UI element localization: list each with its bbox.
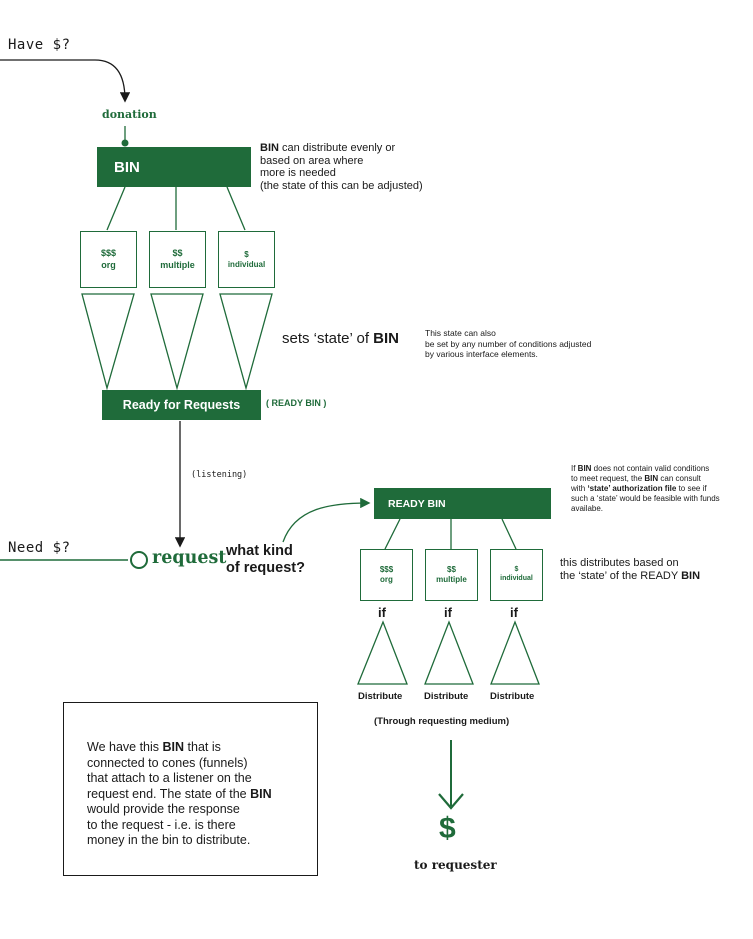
bin-label: BIN <box>114 158 140 176</box>
tier-label: multiple <box>436 575 467 584</box>
distribute-label: Distribute <box>424 691 469 702</box>
cone-individual <box>490 620 540 685</box>
ready-link-individual <box>501 518 517 550</box>
tier-sign: $$ <box>172 248 183 259</box>
donation-dot <box>121 139 129 147</box>
bin-link-org <box>106 186 126 231</box>
distribution-note: this distributes based on the ‘state’ of… <box>560 557 701 582</box>
ready-tier-individual: $ individual <box>490 549 543 601</box>
bin-tier-multiple: $$ multiple <box>149 231 206 288</box>
listening-label: (listening) <box>191 470 248 480</box>
request-question: what kind of request? <box>226 543 305 576</box>
dollar-icon: $ <box>439 812 456 845</box>
tier-sign: $$$ <box>379 565 394 574</box>
if-label: if <box>510 605 518 620</box>
funnel-individual <box>219 293 273 391</box>
tier-sign: $ <box>514 566 519 574</box>
ready-bin-label: READY BIN <box>388 497 446 510</box>
need-money-label: Need $? <box>8 540 71 556</box>
tier-label: individual <box>500 575 533 582</box>
cone-org <box>357 620 408 685</box>
to-requester-label: to requester <box>414 858 497 872</box>
question-curve <box>282 497 371 543</box>
bin-box: BIN <box>97 147 251 187</box>
tier-label: multiple <box>160 259 195 270</box>
ready-for-requests-box: Ready for Requests <box>102 390 261 420</box>
ready-bin-note: If BIN does not contain valid conditions… <box>571 464 720 513</box>
summary-text: We have this BIN that is connected to co… <box>87 740 272 847</box>
sets-state-label: sets ‘state’ of BIN <box>282 330 399 347</box>
request-node <box>130 551 148 569</box>
cone-multiple <box>424 620 474 685</box>
tier-sign: $$ <box>447 565 456 574</box>
ready-link-org <box>384 518 401 550</box>
request-label: request <box>152 548 227 568</box>
have-flow-line <box>0 59 131 103</box>
ready-bin-tag: ( READY BIN ) <box>266 398 327 408</box>
tier-label: individual <box>227 259 266 269</box>
ready-tier-org: $$$ org <box>360 549 413 601</box>
bin-tier-individual: $ individual <box>218 231 275 288</box>
ready-tier-multiple: $$ multiple <box>425 549 478 601</box>
output-arrowhead <box>438 793 464 810</box>
tier-label: org <box>380 575 393 584</box>
if-label: if <box>444 605 452 620</box>
bin-tier-org: $$$ org <box>80 231 137 288</box>
ready-for-requests-label: Ready for Requests <box>122 398 241 412</box>
bin-note: BIN can distribute evenly or based on ar… <box>260 142 423 192</box>
funnel-multiple <box>150 293 204 391</box>
tier-sign: $$$ <box>100 248 117 259</box>
if-label: if <box>378 605 386 620</box>
have-money-label: Have $? <box>8 37 71 53</box>
summary-box: We have this BIN that is connected to co… <box>63 702 318 876</box>
donation-label: donation <box>102 108 157 121</box>
ready-bin-box: READY BIN <box>374 488 551 519</box>
medium-label: (Through requesting medium) <box>374 716 510 727</box>
tier-sign: $ <box>244 249 249 259</box>
tier-label: org <box>101 259 116 270</box>
state-note: This state can also be set by any number… <box>425 328 592 359</box>
funnel-org <box>81 293 135 391</box>
bin-link-individual <box>226 186 246 231</box>
distribute-label: Distribute <box>490 691 535 702</box>
distribute-label: Distribute <box>358 691 403 702</box>
